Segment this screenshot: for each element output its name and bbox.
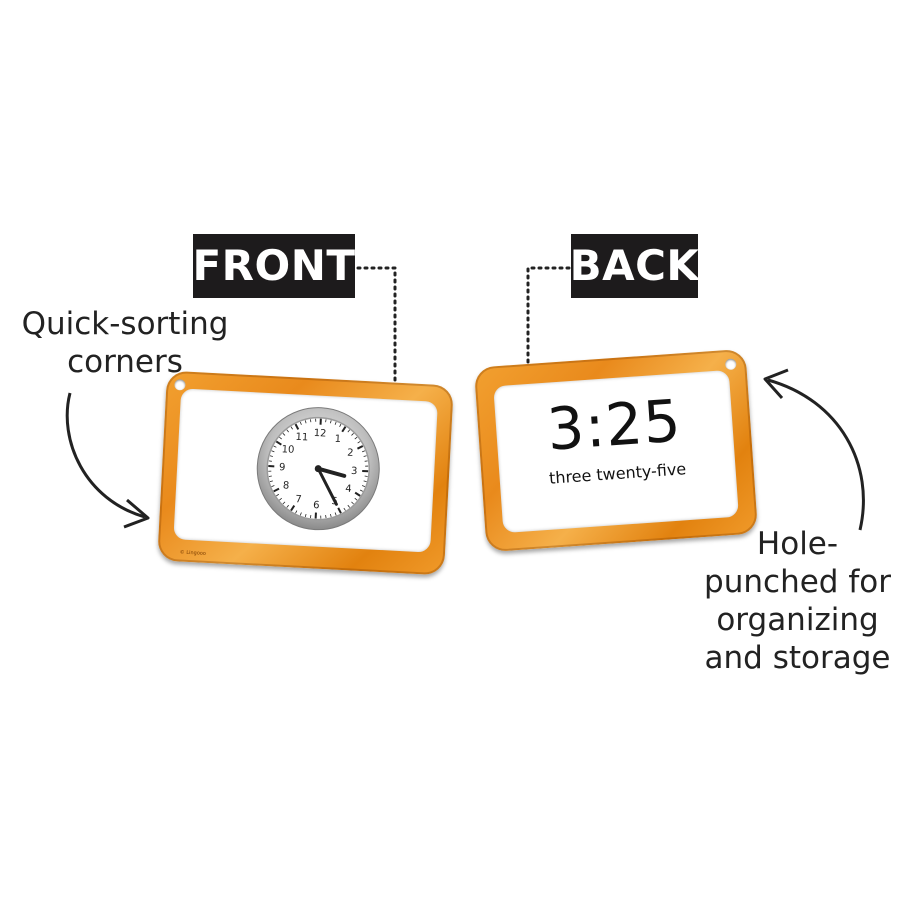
hole-punched-callout: Hole- punched for organizing and storage — [695, 525, 900, 677]
hour-tick — [356, 445, 364, 450]
minute-tick — [282, 501, 286, 505]
back-label: BACK — [570, 234, 699, 298]
minute-tick — [273, 445, 277, 448]
front-card-face: 121234567891011 — [173, 388, 438, 553]
minute-tick — [295, 510, 298, 514]
minute-tick — [347, 504, 351, 508]
digital-time: 3:25 — [544, 386, 684, 464]
clock-numeral-9: 9 — [279, 462, 286, 473]
minute-tick — [364, 460, 368, 462]
quick-sorting-callout: Quick-sorting corners — [10, 305, 240, 381]
minute-tick — [363, 455, 367, 457]
front-dotted-leader — [356, 266, 397, 402]
punch-hole — [174, 379, 186, 391]
punch-hole — [724, 358, 737, 371]
hour-tick — [354, 491, 361, 497]
minute-tick — [351, 501, 354, 505]
hour-tick — [275, 440, 282, 446]
hour-tick — [294, 423, 300, 430]
minute-tick — [325, 515, 327, 519]
minute-tick — [276, 493, 280, 497]
minute-tick — [334, 512, 337, 516]
minute-tick — [269, 455, 273, 457]
minute-tick — [310, 419, 312, 423]
minute-tick — [347, 429, 351, 433]
minute-tick — [334, 421, 337, 425]
back-dotted-leader — [526, 266, 571, 380]
minute-tick — [304, 420, 307, 424]
minute-tick — [359, 489, 363, 492]
minute-tick — [330, 420, 332, 424]
minute-tick — [357, 441, 361, 444]
front-flash-card: 121234567891011 © Lingooo — [157, 370, 454, 576]
analog-clock-icon: 121234567891011 — [256, 407, 380, 531]
minute-hand — [316, 467, 338, 506]
minute-tick — [279, 436, 282, 440]
clock-numeral-7: 7 — [295, 494, 302, 505]
minute-tick — [299, 512, 302, 516]
clock-numeral-2: 2 — [347, 448, 354, 459]
clock-numeral-4: 4 — [345, 484, 352, 495]
back-flash-card: 3:25 three twenty-five — [473, 348, 759, 553]
clock-center — [314, 465, 322, 473]
callout-right-line3: organizing — [716, 602, 879, 638]
callout-right-line4: and storage — [704, 640, 891, 676]
left-arrowhead — [123, 498, 150, 529]
minute-tick — [343, 507, 346, 511]
minute-tick — [268, 475, 272, 477]
minute-tick — [271, 485, 275, 487]
hour-tick — [290, 505, 296, 512]
minute-tick — [339, 423, 342, 427]
minute-tick — [304, 513, 307, 518]
minute-tick — [286, 504, 289, 508]
minute-tick — [279, 497, 282, 501]
minute-tick — [361, 485, 366, 487]
clock-numeral-11: 11 — [295, 432, 308, 444]
clock-numeral-10: 10 — [281, 444, 294, 456]
brand-mark: © Lingooo — [179, 549, 207, 557]
minute-tick — [354, 497, 358, 501]
minute-tick — [351, 433, 354, 436]
minute-tick — [271, 450, 275, 453]
minute-tick — [361, 450, 366, 453]
hour-hand — [316, 466, 347, 478]
right-curved-arrow — [767, 378, 865, 531]
clock-numeral-1: 1 — [334, 434, 341, 445]
clock-numeral-3: 3 — [351, 466, 358, 477]
minute-tick — [330, 513, 332, 518]
clock-numeral-8: 8 — [283, 480, 290, 491]
hour-tick — [341, 426, 347, 433]
callout-left-line1: Quick-sorting — [21, 306, 229, 342]
minute-tick — [282, 433, 286, 436]
minute-tick — [299, 421, 302, 425]
clock-numeral-6: 6 — [313, 500, 320, 511]
callout-right-line1: Hole- — [756, 526, 839, 562]
right-arrowhead — [763, 368, 789, 400]
minute-tick — [354, 436, 358, 440]
minute-tick — [286, 429, 289, 433]
hour-tick — [337, 507, 342, 514]
back-card-face: 3:25 three twenty-five — [493, 369, 739, 534]
callout-right-line2: punched for — [704, 564, 891, 600]
front-label: FRONT — [192, 234, 355, 298]
clock-numeral-12: 12 — [313, 428, 326, 440]
minute-tick — [290, 426, 293, 430]
callout-left-line2: corners — [67, 344, 183, 380]
minute-tick — [269, 480, 273, 482]
hour-tick — [273, 487, 280, 493]
left-curved-arrow — [65, 392, 146, 519]
minute-tick — [363, 480, 367, 482]
clock-ticks — [268, 418, 369, 519]
